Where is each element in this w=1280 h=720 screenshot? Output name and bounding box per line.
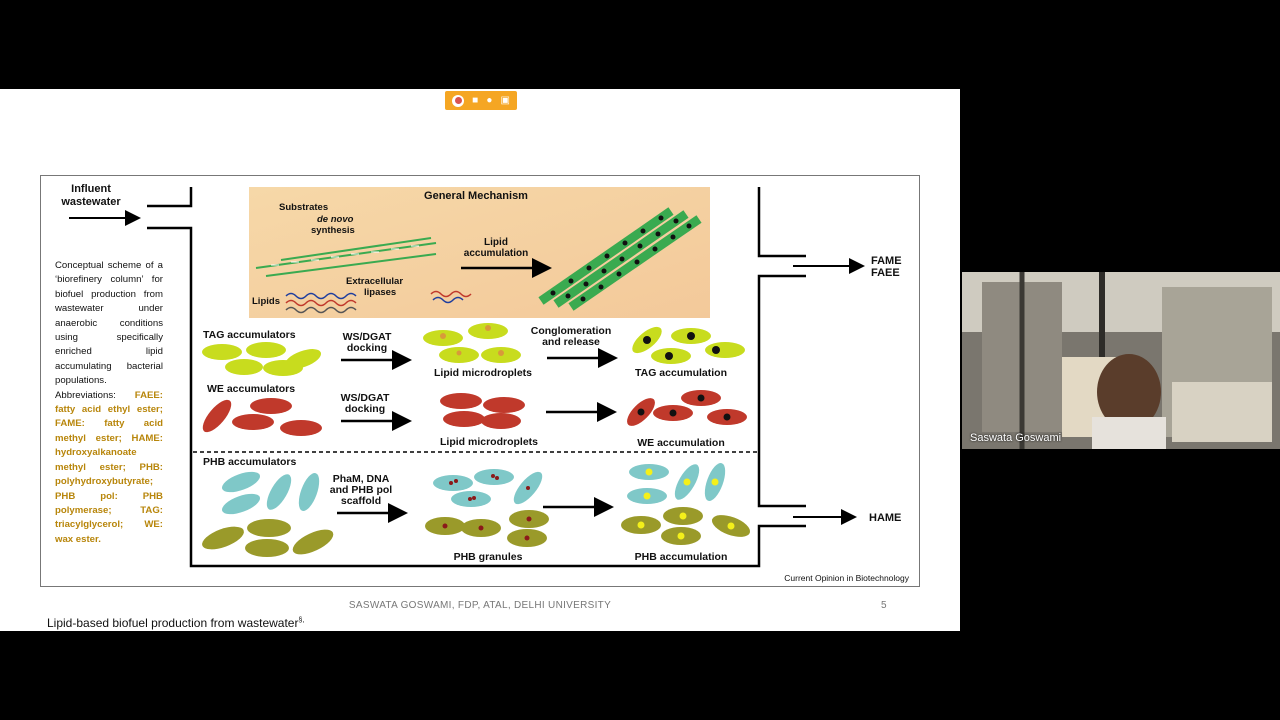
we-accumulators-label: WE accumulators — [207, 383, 295, 395]
camera-icon[interactable]: ■ — [472, 94, 479, 106]
lipid-squiggles — [285, 290, 472, 314]
slide-title: Lipid-based biofuel production from wast… — [47, 616, 304, 630]
we-accumulation-label: WE accumulation — [637, 437, 725, 449]
phb-accumulated-cells — [621, 463, 751, 545]
tag-accumulators-label: TAG accumulators — [203, 329, 296, 341]
participant-video[interactable] — [962, 272, 1280, 449]
hame-label: HAME — [869, 512, 901, 524]
fame-label: FAME — [871, 255, 902, 267]
pham-label-3: scaffold — [341, 495, 381, 507]
loaded-chains — [538, 207, 702, 311]
share-screen-icon[interactable]: ▣ — [500, 94, 510, 106]
general-mechanism-title: General Mechanism — [424, 190, 528, 202]
phb-accumulation-label: PHB accumulation — [635, 551, 728, 563]
ws-dgat-label-4: docking — [345, 403, 385, 415]
extracellular-label-2: lipases — [364, 287, 396, 298]
lipid-accumulation-label-2: accumulation — [464, 248, 528, 259]
caption-text: Conceptual scheme of a ‘biorefinery colu… — [55, 260, 163, 401]
phb-granules-label: PHB granules — [454, 551, 523, 563]
record-icon[interactable] — [452, 94, 465, 107]
influent-label-1: Influent — [71, 183, 111, 195]
figure-caption: Conceptual scheme of a ‘biorefinery colu… — [55, 259, 163, 547]
biorefinery-figure: Influent wastewater FAME FAEE HAME Gener… — [40, 175, 920, 587]
phb-accumulators-label: PHB accumulators — [203, 456, 297, 468]
ws-dgat-label-2: docking — [347, 342, 387, 354]
conglomeration-label-2: and release — [542, 336, 600, 348]
we-accumulated-cells — [627, 390, 747, 426]
tag-accumulated-cells — [632, 326, 745, 364]
influent-label-2: wastewater — [60, 196, 121, 208]
lipid-microdroplets-label-tag: Lipid microdroplets — [434, 367, 532, 379]
substrate-chains — [255, 237, 437, 277]
pham-label-1: PhaM, DNA — [333, 473, 390, 485]
source-credit: Current Opinion in Biotechnology — [784, 573, 909, 583]
slide-title-text: Lipid-based biofuel production from wast… — [47, 616, 299, 630]
lipid-accumulation-label-1: Lipid — [484, 237, 508, 248]
we-droplet-cells — [440, 393, 525, 429]
conglomeration-label-1: Conglomeration — [531, 325, 612, 337]
microphone-icon[interactable]: ● — [486, 94, 493, 106]
meeting-toolbar: ■ ● ▣ — [445, 91, 517, 110]
ws-dgat-label-1: WS/DGAT — [343, 331, 392, 343]
tag-droplets — [440, 325, 504, 356]
caption-abbreviations: FAEE: fatty acid ethyl ester; FAME: fatt… — [55, 389, 163, 545]
tag-cells — [202, 342, 322, 376]
lipid-microdroplets-label-we: Lipid microdroplets — [440, 436, 538, 448]
ws-dgat-label-3: WS/DGAT — [341, 392, 390, 404]
synthesis-label: synthesis — [311, 225, 355, 236]
footer-author: SASWATA GOSWAMI, FDP, ATAL, DELHI UNIVER… — [348, 600, 612, 611]
figure-diagram: Influent wastewater FAME FAEE HAME Gener… — [60, 183, 909, 583]
tag-droplet-cells — [423, 323, 521, 363]
page-number: 5 — [881, 600, 887, 611]
slide-title-superscript: §, — [298, 617, 305, 624]
phb-granule-cells — [425, 469, 549, 547]
we-cells — [202, 398, 322, 436]
pham-label-2: and PHB pol — [330, 484, 392, 496]
lipids-label: Lipids — [252, 296, 280, 307]
column-left-wall — [147, 226, 806, 568]
tag-accumulation-label: TAG accumulation — [635, 367, 727, 379]
faee-label: FAEE — [871, 267, 900, 279]
column-top-left — [147, 187, 193, 208]
participant-name: Saswata Goswami — [970, 432, 1062, 444]
video-frame — [962, 272, 1280, 449]
extracellular-label-1: Extracellular — [346, 276, 403, 287]
column-right-wall — [757, 274, 806, 508]
de-novo-label: de novo — [317, 214, 354, 225]
column-top-right — [757, 187, 806, 258]
substrates-label: Substrates — [279, 202, 328, 213]
phb-cells — [202, 471, 334, 557]
